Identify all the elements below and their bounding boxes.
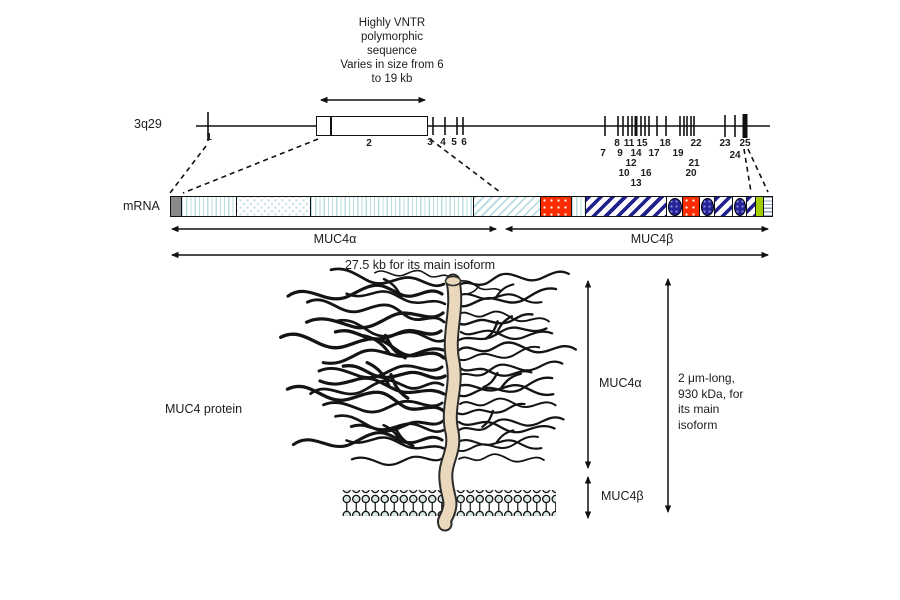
vntr-note-line3: sequence [367,45,417,57]
mrna-beta-label: MUC4β [630,232,674,246]
mrna-segment-3prime-stripe [764,197,772,216]
mrna-segment-oval-1 [667,197,684,216]
exon-label-3: 3 [427,137,433,148]
vntr-note-line2: polymorphic [360,31,423,43]
vntr-note-line1: Highly VNTR [358,17,426,29]
mrna-segment-red-1 [540,197,572,216]
exon-ticks [207,112,748,141]
mrna-alpha-label: MUC4α [313,232,357,246]
protein-size-line3: its main [678,402,720,416]
locus-label: 3q29 [134,117,162,131]
protein-size-line2: 930 kDa, for [678,386,744,401]
vntr-note: Highly VNTR polymorphic sequence Varies … [340,16,443,86]
exon-label-14: 14 [630,148,642,159]
mrna-segment-red-2 [683,197,701,216]
exon-label-9: 9 [617,148,623,159]
vntr-note-line4: Varies in size from 6 [340,59,444,71]
exon-label-17: 17 [648,148,660,159]
vntr-exon2-box [316,116,428,136]
protein-size-line4: isoform [678,417,718,432]
protein-label: MUC4 protein [165,402,243,416]
protein-drawing [278,266,578,532]
mrna-segment-5prime-cap [171,197,182,216]
exon-label-16: 16 [640,168,652,179]
exon-label-11: 11 [623,138,635,149]
exon-label-2: 2 [366,138,372,149]
mrna-segment-navy-hatch-1 [585,197,668,216]
mrna-segment-navy-hatch-2 [715,197,734,216]
exon-label-18: 18 [659,138,671,149]
mrna-segment-green [756,197,765,216]
exon-label-1: 1 [206,132,212,143]
vntr-note-line5: to 19 kb [371,73,413,85]
exon-label-13: 13 [630,178,642,189]
mrna-segment-vstripe-1 [181,197,237,216]
dashed-connectors [169,138,769,194]
mrna-segment-vstripe-3 [571,197,586,216]
mucin-rod [437,273,463,532]
vntr-box-divider [330,117,332,135]
mrna-label: mRNA [123,199,160,213]
exon-label-7: 7 [600,148,606,159]
exon-label-20: 20 [685,168,697,179]
exon-label-5: 5 [451,137,457,148]
egf-oval-icon [667,197,682,216]
protein-beta-label: MUC4β [601,489,644,503]
mrna-segment-oval-2 [700,197,716,216]
protein-size-line1: 2 μm-long, [678,371,735,385]
exon-label-19: 19 [672,148,684,159]
exon-label-21: 21 [688,158,700,169]
egf-oval-icon [700,197,714,216]
exon-label-10: 10 [618,168,630,179]
exon-label-12: 12 [625,158,637,169]
mrna-segment-navy-hatch-3 [747,197,757,216]
exon-label-8: 8 [614,138,620,149]
exon-label-24: 24 [729,150,741,161]
mrna-segment-dotted [236,197,311,216]
exon-label-23: 23 [719,138,731,149]
protein-alpha-label: MUC4α [599,376,642,390]
mrna-segment-vstripe-2 [310,197,474,216]
exon-label-25: 25 [739,138,751,149]
exon-label-4: 4 [440,137,446,148]
protein-size-note: 2 μm-long, 930 kDa, for its main isoform [678,371,743,433]
mrna-size-label: 27.5 kb for its main isoform [344,258,496,272]
glycan-brush [278,266,578,469]
exon-label-22: 22 [690,138,702,149]
mrna-bar [170,196,773,217]
exon-label-6: 6 [461,137,467,148]
mrna-segment-light-hatch [473,197,541,216]
egf-oval-icon [733,197,746,216]
exon-label-15: 15 [636,138,648,149]
mrna-segment-oval-3 [733,197,748,216]
